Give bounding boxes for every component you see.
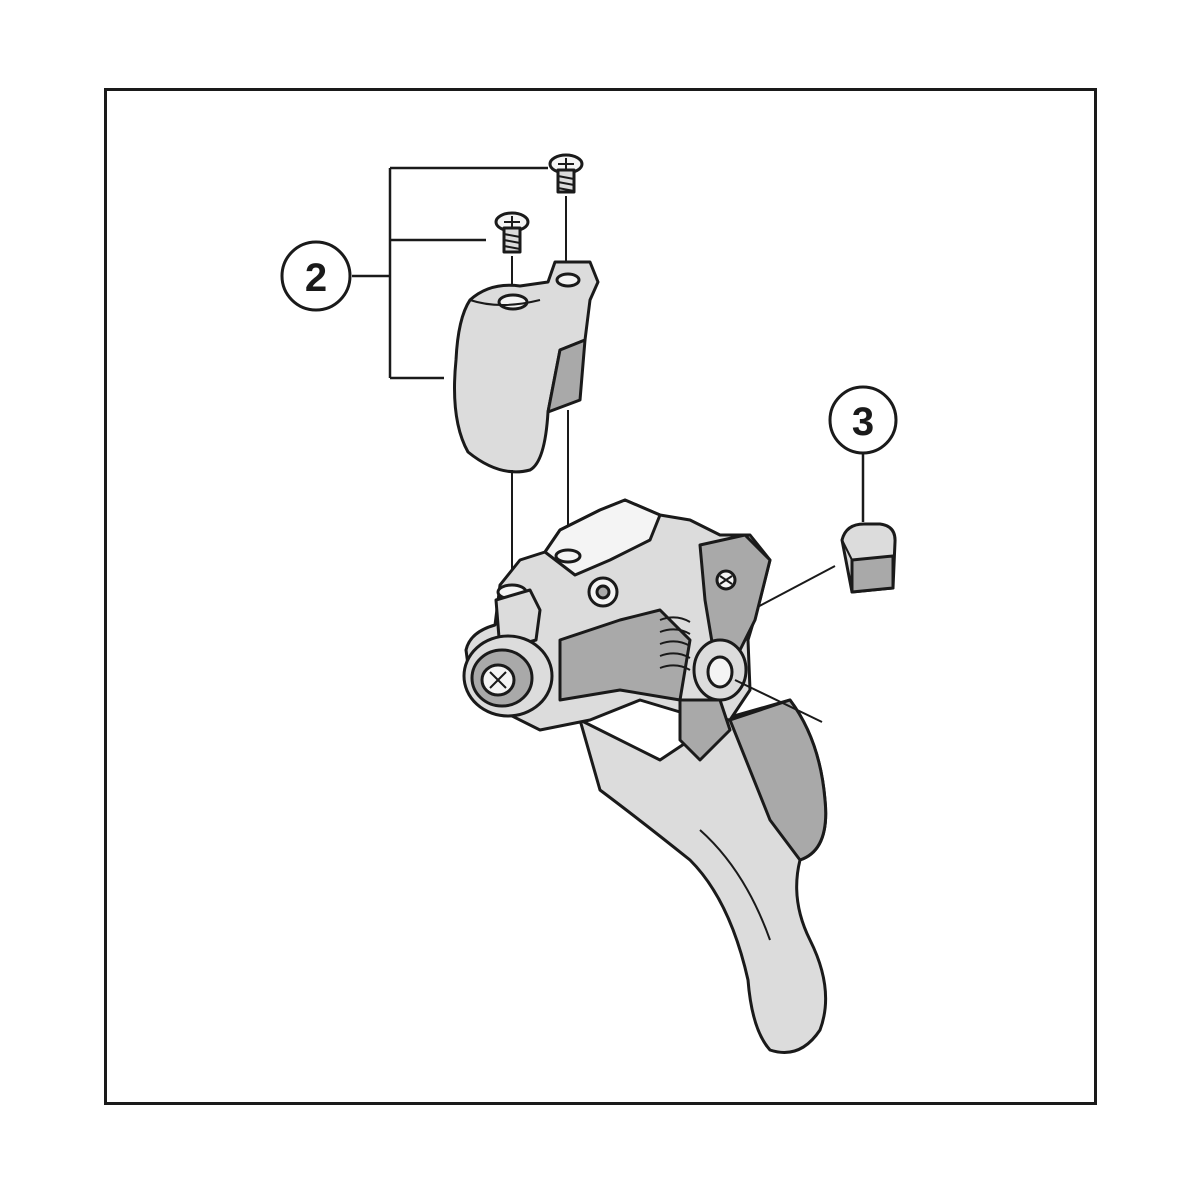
callout-2-circle bbox=[280, 240, 352, 312]
screw-upper bbox=[548, 153, 584, 280]
callout-2: 2 bbox=[280, 240, 352, 312]
callout-2-bracket bbox=[352, 166, 548, 380]
shift-lever-body bbox=[462, 498, 828, 1054]
cable-clip bbox=[747, 522, 897, 613]
screw-lower bbox=[494, 211, 530, 298]
callout-3-label: 3 bbox=[852, 400, 874, 444]
callout-3: 3 bbox=[828, 385, 898, 522]
callout-2-label: 2 bbox=[305, 256, 327, 300]
bracket-cover bbox=[453, 260, 600, 580]
